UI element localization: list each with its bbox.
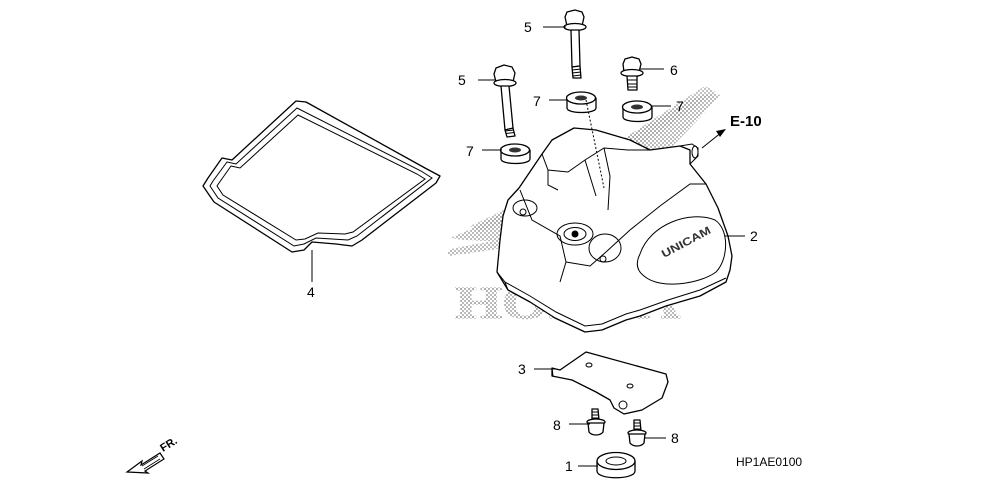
callout-7-left: 7 (466, 143, 474, 159)
grommet-right (621, 100, 653, 123)
front-direction-arrow-icon (125, 452, 165, 474)
callout-6: 6 (670, 62, 678, 78)
callout-5-left: 5 (458, 72, 466, 88)
callout-3: 3 (518, 361, 526, 377)
cylinder-head-cover: UNICAM (496, 127, 733, 333)
callout-8-left: 8 (553, 417, 561, 433)
bolt-left (493, 64, 517, 138)
reference-arrow-icon (701, 129, 726, 149)
callout-5-middle: 5 (524, 19, 532, 35)
seal-ring (596, 451, 636, 479)
grommet-middle (565, 91, 597, 114)
callout-8-right: 8 (671, 430, 679, 446)
callout-2: 2 (750, 228, 758, 244)
flange-bolt-left (586, 408, 606, 436)
callout-4: 4 (307, 284, 315, 300)
leader-lines (311, 26, 745, 467)
direction-label: FR. (158, 435, 179, 455)
callout-7-right: 7 (676, 98, 684, 114)
reference-label: E-10 (730, 113, 762, 130)
drawing-code: HP1AE0100 (736, 455, 802, 469)
grommet-left (499, 143, 531, 165)
bolt-short (620, 56, 644, 91)
bolt-middle (563, 9, 587, 79)
callout-7-middle: 7 (533, 93, 541, 109)
callout-1: 1 (565, 458, 573, 474)
bracket-plate (551, 351, 669, 415)
head-cover-gasket (202, 100, 441, 253)
flange-bolt-right (627, 419, 647, 447)
